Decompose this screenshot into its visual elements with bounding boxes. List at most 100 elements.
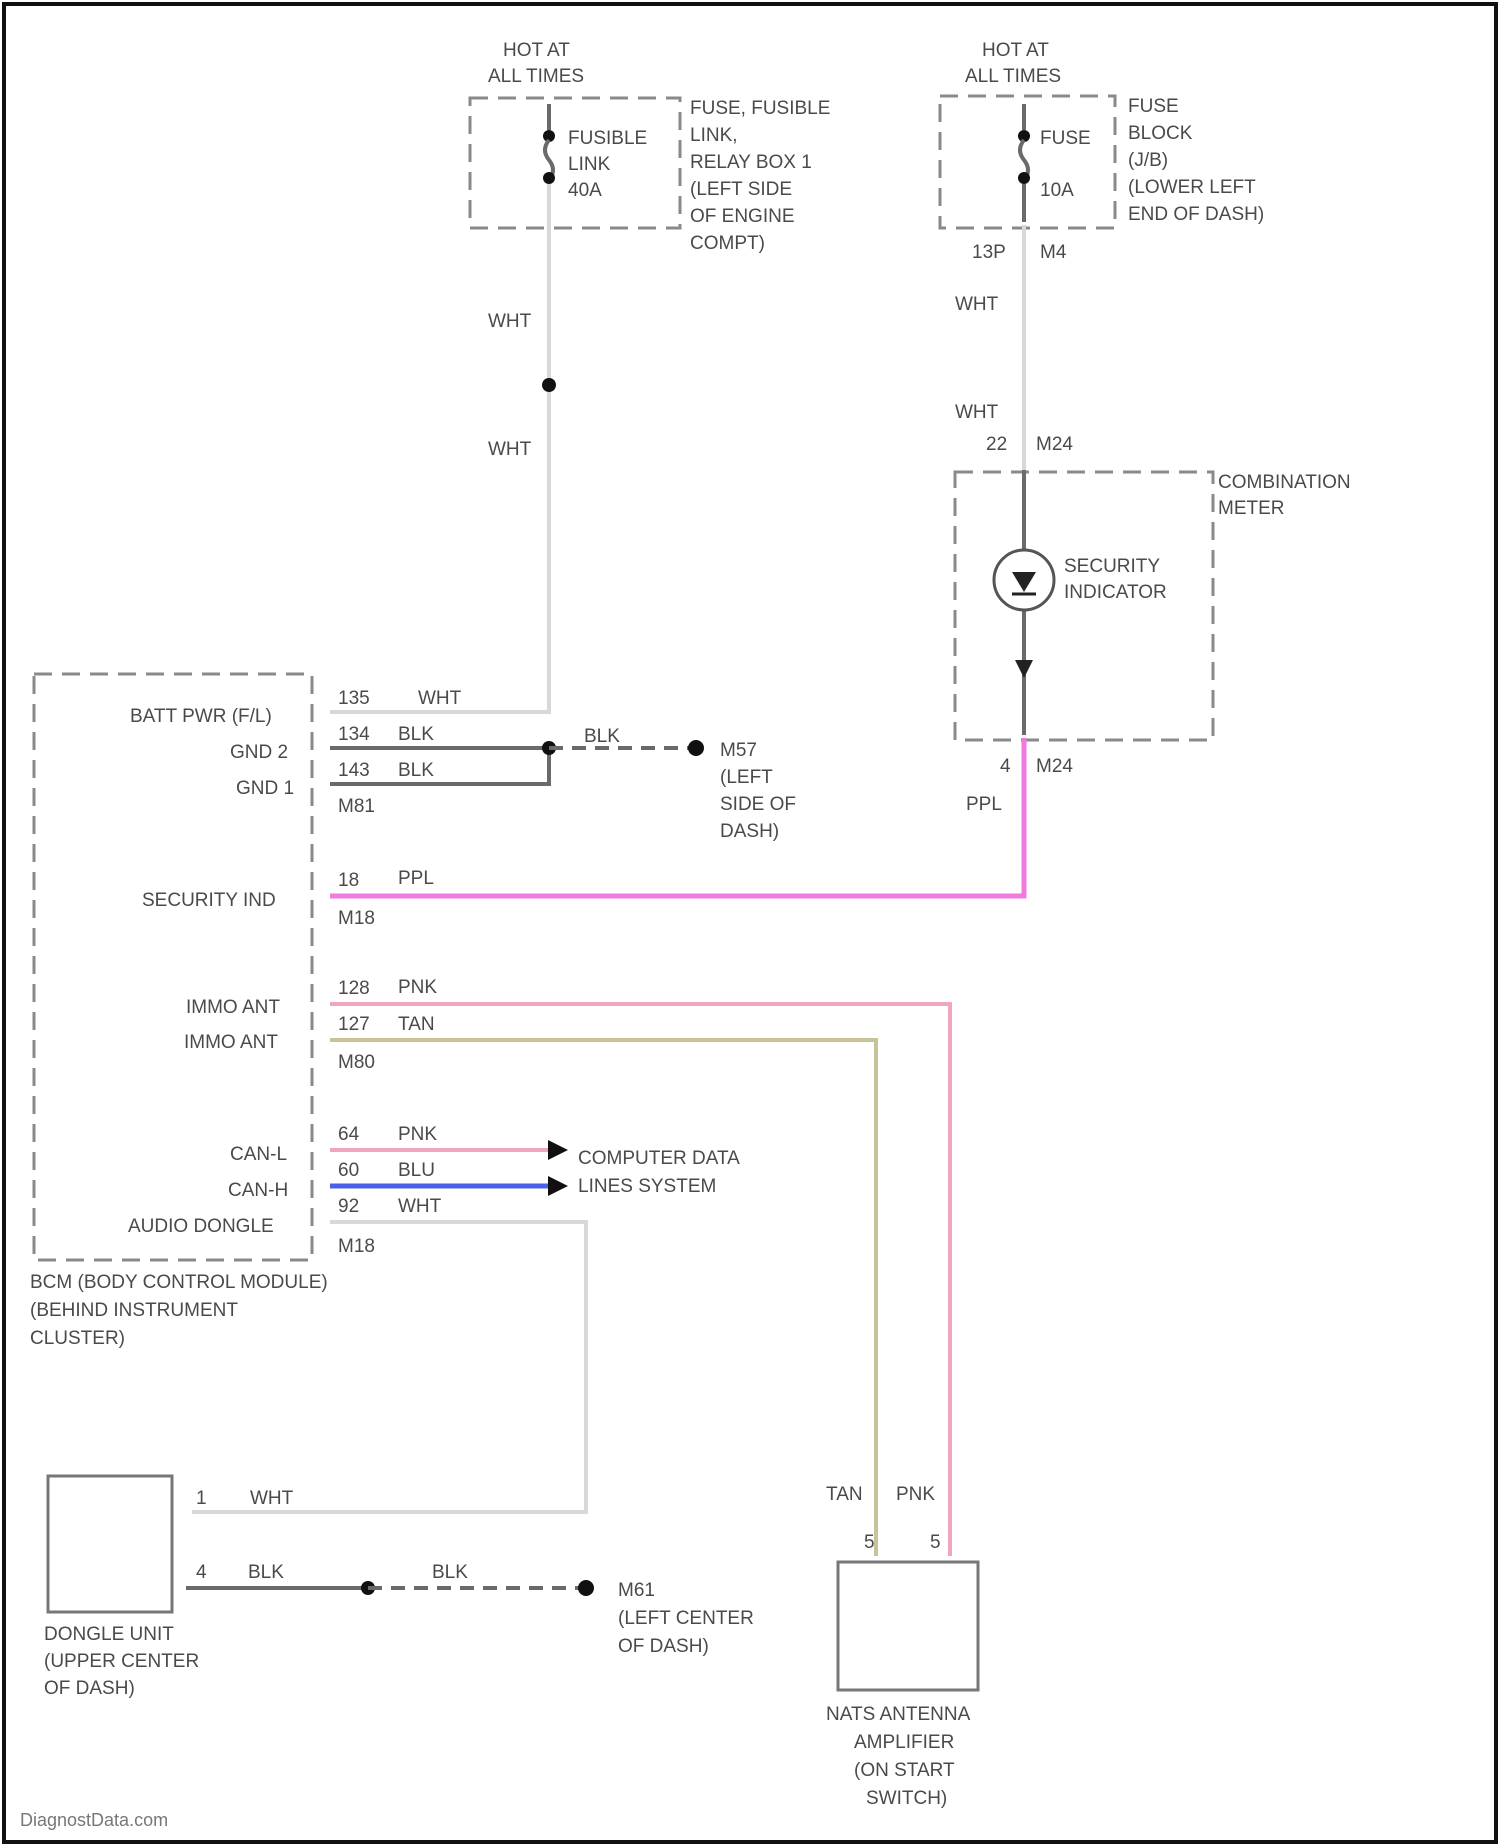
fuse-right-loc-4: (LOWER LEFT	[1128, 177, 1256, 198]
fuse-left-loc-3: RELAY BOX 1	[690, 152, 812, 173]
fuse-right-loc-2: BLOCK	[1128, 123, 1193, 144]
wire-pnk-immo	[330, 1004, 950, 1556]
fusible-link-fuse-box: HOT AT ALL TIMES FUSIBLE LINK 40A FUSE, …	[470, 40, 830, 254]
fuse-right-hot-line1: HOT AT	[982, 40, 1049, 61]
nats-antenna-amplifier: TAN PNK 5 5 NATS ANTENNA AMPLIFIER (ON S…	[826, 1484, 978, 1809]
nats-title-2: AMPLIFIER	[854, 1732, 954, 1753]
splice-wht	[542, 378, 556, 392]
m57-line2: (LEFT	[720, 767, 773, 788]
m57-line1: M57	[720, 740, 757, 761]
bcm-pin-128: 128	[338, 978, 370, 999]
dongle-title-1: DONGLE UNIT	[44, 1624, 174, 1645]
bcm-pin-92: 92	[338, 1196, 359, 1217]
bcm-conn-4: M18	[338, 1236, 375, 1257]
bcm-pin-64: 64	[338, 1124, 360, 1145]
meter-conn-bottom: M24	[1036, 756, 1073, 777]
meter-pin-bottom: 4	[1000, 756, 1011, 777]
m61-line3: OF DASH)	[618, 1636, 709, 1657]
wire-label-ppl-1: PPL	[966, 794, 1002, 815]
bcm-wire-pnk-2: PNK	[398, 1124, 437, 1145]
fuse-left-terminal-bottom	[543, 172, 555, 184]
fuse-right-label-2: 10A	[1040, 180, 1074, 201]
bcm-title-2: (BEHIND INSTRUMENT	[30, 1300, 238, 1321]
fuse-left-hot-line2: ALL TIMES	[488, 66, 584, 87]
fuse-right-hot-line2: ALL TIMES	[965, 66, 1061, 87]
bcm-label-batt: BATT PWR (F/L)	[130, 706, 272, 727]
nats-title-1: NATS ANTENNA	[826, 1704, 971, 1725]
wire-label-blk-gnd: BLK	[584, 726, 620, 747]
meter-title-2: METER	[1218, 498, 1285, 519]
indicator-label-2: INDICATOR	[1064, 582, 1167, 603]
bcm-wire-tan: TAN	[398, 1014, 435, 1035]
dongle-title-2: (UPPER CENTER	[44, 1651, 199, 1672]
bcm-pin-134: 134	[338, 724, 370, 745]
meter-diode-icon	[1015, 660, 1033, 678]
fuse-left-loc-1: FUSE, FUSIBLE	[690, 98, 830, 119]
m61-line2: (LEFT CENTER	[618, 1608, 754, 1629]
indicator-label-1: SECURITY	[1064, 556, 1160, 577]
bcm-wire-blk-2: BLK	[398, 760, 434, 781]
m57-line4: DASH)	[720, 821, 779, 842]
nats-box	[838, 1562, 978, 1690]
fuse-left-loc-6: COMPT)	[690, 233, 765, 254]
fuse-left-label-1: FUSIBLE	[568, 128, 647, 149]
nats-title-4: SWITCH)	[866, 1788, 947, 1809]
dongle-pin-1: 1	[196, 1488, 207, 1509]
dongle-box	[48, 1476, 172, 1612]
fuse-left-label-3: 40A	[568, 180, 602, 201]
bcm-wire-ppl: PPL	[398, 868, 434, 889]
bcm-conn-1: M81	[338, 796, 375, 817]
bcm-wire-wht-1: WHT	[418, 688, 462, 709]
can-l-arrow-icon	[548, 1140, 568, 1160]
fuse-left-loc-5: OF ENGINE	[690, 206, 795, 227]
combination-meter: 22 M24 COMBINATION METER SECURITY INDICA…	[955, 434, 1351, 777]
bcm-wire-blk-1: BLK	[398, 724, 434, 745]
bcm-pin-18: 18	[338, 870, 359, 891]
m61-line1: M61	[618, 1580, 655, 1601]
nats-pin-tan: 5	[864, 1532, 875, 1553]
fuse-left-label-2: LINK	[568, 154, 611, 175]
bcm-wire-wht-2: WHT	[398, 1196, 442, 1217]
bcm-label-dongle: AUDIO DONGLE	[128, 1216, 274, 1237]
meter-pin-top: 22	[986, 434, 1007, 455]
fuse-block-box: HOT AT ALL TIMES FUSE 10A FUSE BLOCK (J/…	[940, 40, 1264, 263]
bcm-pin-127: 127	[338, 1014, 370, 1035]
fuse-left-hot-line1: HOT AT	[503, 40, 570, 61]
bcm-label-canh: CAN-H	[228, 1180, 288, 1201]
dongle-pin-4: 4	[196, 1562, 207, 1583]
wire-label-wht-1: WHT	[488, 311, 532, 332]
fuse-right-pin: 13P	[972, 242, 1006, 263]
bcm-pin-135: 135	[338, 688, 370, 709]
fuse-left-loc-2: LINK,	[690, 125, 738, 146]
nats-pin-pnk: 5	[930, 1532, 941, 1553]
dongle-wire-wht: WHT	[250, 1488, 294, 1509]
dongle-wire-blk-1: BLK	[248, 1562, 284, 1583]
fuse-right-terminal-bottom	[1018, 172, 1030, 184]
ground-m57-point	[688, 740, 704, 756]
meter-title-1: COMBINATION	[1218, 472, 1351, 493]
fuse-right-connector: M4	[1040, 242, 1067, 263]
nats-wire-pnk: PNK	[896, 1484, 935, 1505]
bcm-wire-pnk-1: PNK	[398, 977, 437, 998]
m57-line3: SIDE OF	[720, 794, 796, 815]
meter-outline	[955, 472, 1213, 740]
nats-title-3: (ON START	[854, 1760, 955, 1781]
bcm-conn-3: M80	[338, 1052, 375, 1073]
bcm-pin-143: 143	[338, 760, 370, 781]
wire-label-wht-4: WHT	[955, 402, 999, 423]
bcm-label-canl: CAN-L	[230, 1144, 287, 1165]
bcm-label-gnd2: GND 2	[230, 742, 288, 763]
bcm-label-immo-2: IMMO ANT	[184, 1032, 278, 1053]
fuse-right-loc-3: (J/B)	[1128, 150, 1168, 171]
bcm-label-security: SECURITY IND	[142, 890, 276, 911]
wire-label-wht-3: WHT	[955, 294, 999, 315]
fuse-left-loc-4: (LEFT SIDE	[690, 179, 792, 200]
computer-data-2: LINES SYSTEM	[578, 1176, 716, 1197]
fuse-right-loc-1: FUSE	[1128, 96, 1179, 117]
computer-data-1: COMPUTER DATA	[578, 1148, 740, 1169]
bcm-pin-60: 60	[338, 1160, 359, 1181]
bcm-module: BATT PWR (F/L) GND 2 GND 1 SECURITY IND …	[30, 674, 462, 1349]
fuse-right-label-1: FUSE	[1040, 128, 1091, 149]
